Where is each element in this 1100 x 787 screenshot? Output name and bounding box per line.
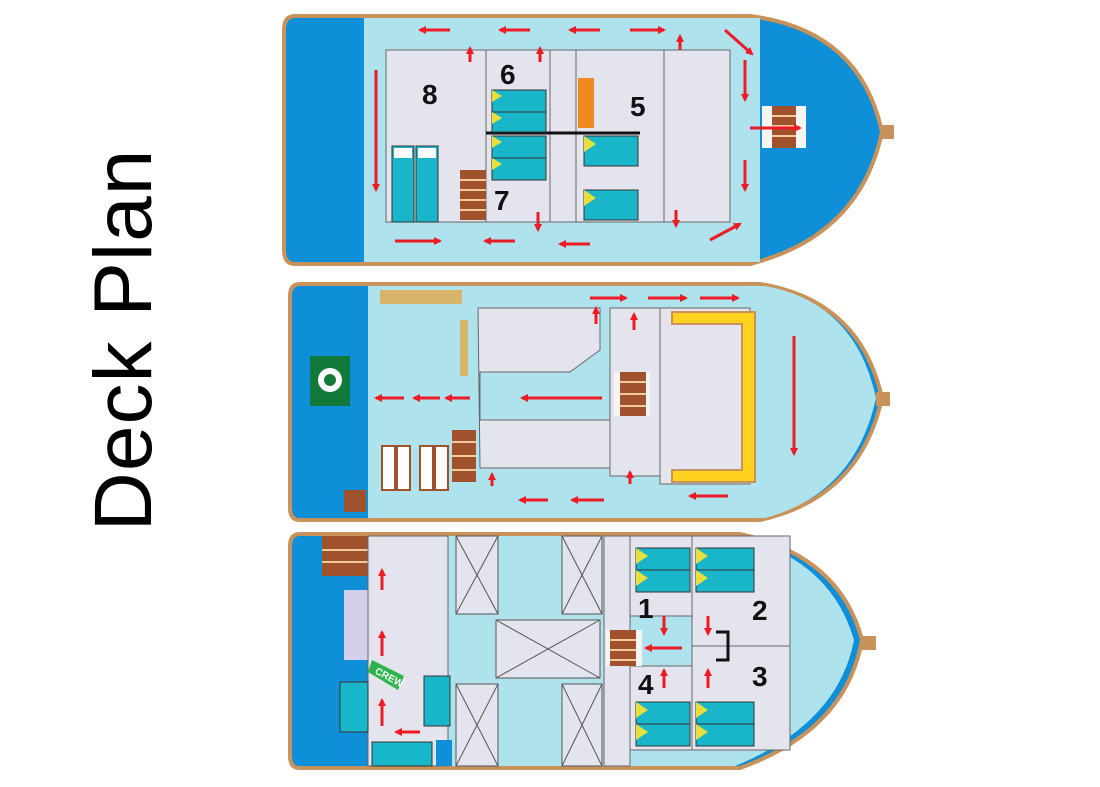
cabin-7-label: 7 (494, 185, 510, 216)
evacuation-arrow-icon (378, 568, 712, 736)
evacuation-arrow-icon (374, 294, 798, 504)
emergency-exit-icon (310, 356, 350, 406)
bench (671, 311, 756, 483)
cabin-1-label: 1 (638, 593, 654, 624)
upper-deck: 8 6 5 7 (282, 14, 894, 266)
wc-icon (436, 740, 452, 766)
cabin-6-label: 6 (500, 59, 516, 90)
stair-icon (614, 372, 650, 416)
stair-icon (460, 170, 486, 220)
cabin-2-label: 2 (752, 595, 768, 626)
main-salon (477, 307, 611, 469)
life-raft-icon (344, 430, 476, 512)
upper-salon (663, 49, 731, 223)
cabin-5-label: 5 (630, 91, 646, 122)
main-deck (288, 282, 890, 522)
cabin-3-label: 3 (752, 661, 768, 692)
lower-deck: CREW (288, 532, 876, 770)
stair-icon (606, 630, 642, 666)
cabin-4-label: 4 (638, 669, 654, 700)
cabin-8-label: 8 (422, 79, 438, 110)
evacuation-arrow-icon (372, 26, 802, 248)
